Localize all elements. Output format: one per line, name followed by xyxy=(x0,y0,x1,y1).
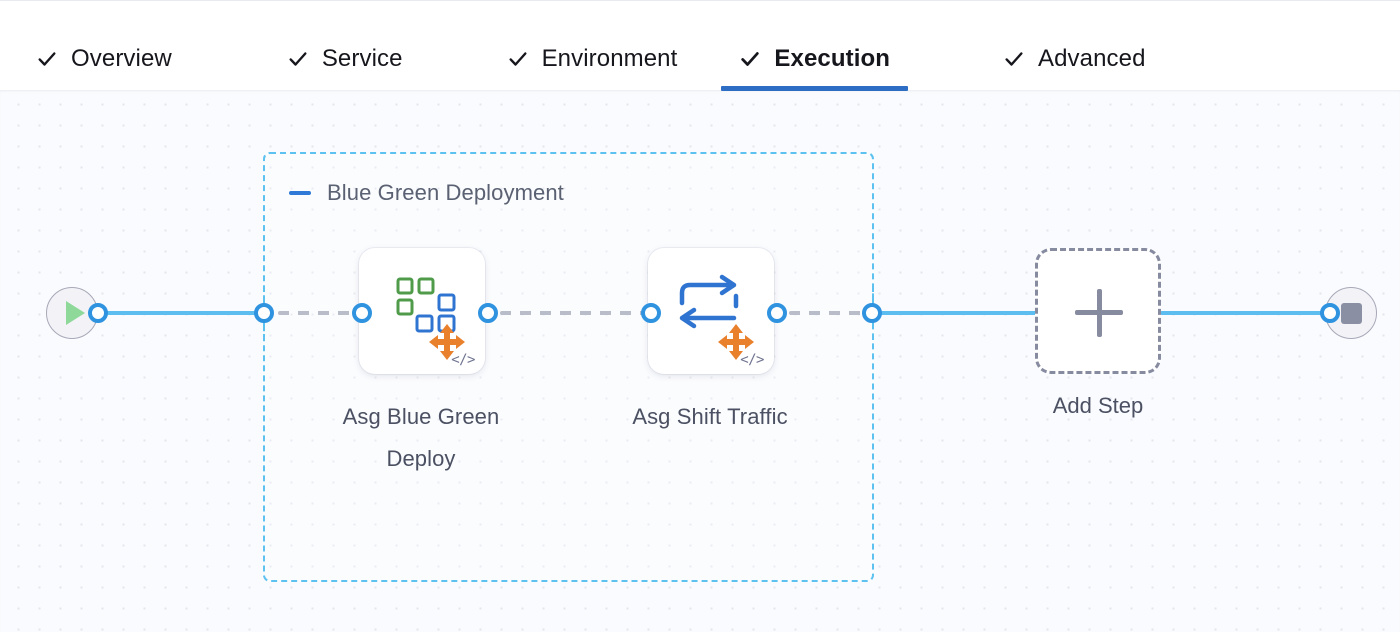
group-header[interactable]: Blue Green Deployment xyxy=(289,180,564,206)
tab-label: Service xyxy=(321,45,403,72)
tab-label: Execution xyxy=(774,45,890,72)
tab-execution[interactable]: Execution xyxy=(721,27,908,91)
step-node-asg-blue-green-deploy[interactable]: </> xyxy=(359,248,485,374)
pipeline-canvas[interactable]: Blue Green Deployment xyxy=(0,90,1400,632)
port-end-in[interactable] xyxy=(1320,303,1340,323)
play-icon xyxy=(65,301,85,325)
check-icon xyxy=(38,52,56,66)
asg-shift-traffic-icon xyxy=(679,274,754,360)
check-icon xyxy=(509,52,527,66)
port-group-in[interactable] xyxy=(254,303,274,323)
stop-icon xyxy=(1340,302,1362,324)
group-title: Blue Green Deployment xyxy=(327,180,564,205)
add-step-label: Add Step xyxy=(1052,393,1144,418)
port-step1-out[interactable] xyxy=(478,303,498,323)
asg-blue-green-deploy-icon xyxy=(396,277,465,360)
tab-active-underline xyxy=(721,86,908,91)
plus-icon-vertical xyxy=(1096,289,1102,337)
port-group-out[interactable] xyxy=(862,303,882,323)
edge-add-step-to-end xyxy=(1160,311,1328,315)
wizard-tab-bar: Overview Service Environment Execution xyxy=(0,0,1400,91)
step-label-asg-shift-traffic: Asg Shift Traffic xyxy=(632,404,788,429)
tab-environment[interactable]: Environment xyxy=(507,27,678,91)
tab-label: Advanced xyxy=(1038,45,1146,72)
port-step2-in[interactable] xyxy=(641,303,661,323)
port-step1-in[interactable] xyxy=(352,303,372,323)
tab-overview[interactable]: Overview xyxy=(36,27,172,91)
check-icon xyxy=(1005,52,1023,66)
edge-group-entry-to-step1 xyxy=(278,311,362,315)
port-start-out[interactable] xyxy=(88,303,108,323)
code-badge[interactable]: </> xyxy=(451,352,475,368)
tab-advanced[interactable]: Advanced xyxy=(1003,27,1146,91)
check-icon xyxy=(741,52,760,66)
edge-step1-to-step2 xyxy=(500,311,650,315)
tab-label: Environment xyxy=(541,45,678,72)
port-step2-out[interactable] xyxy=(767,303,787,323)
check-icon xyxy=(289,52,307,66)
add-step-button[interactable] xyxy=(1035,248,1161,374)
minus-icon[interactable] xyxy=(289,191,311,195)
tab-service[interactable]: Service xyxy=(287,27,403,91)
tab-label: Overview xyxy=(71,45,172,72)
step-node-asg-shift-traffic[interactable]: </> xyxy=(648,248,774,374)
edge-step2-to-group-exit xyxy=(789,311,873,315)
code-badge[interactable]: </> xyxy=(740,352,764,368)
edge-start-to-group xyxy=(98,311,264,315)
edge-group-exit-to-add-step xyxy=(873,311,1038,315)
stage-group-blue-green-deployment[interactable]: Blue Green Deployment xyxy=(263,152,874,582)
step-label-asg-blue-green-deploy: Asg Blue Green Deploy xyxy=(342,404,500,471)
